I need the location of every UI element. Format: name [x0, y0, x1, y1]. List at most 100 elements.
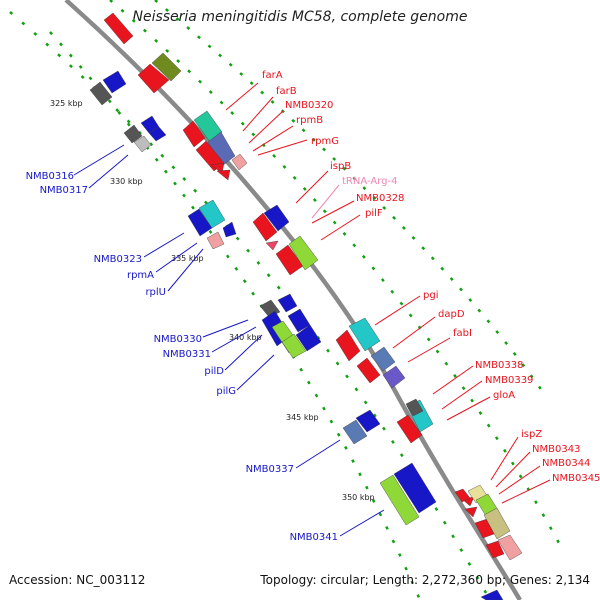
gene-farB: [193, 110, 223, 143]
leader-line: [320, 214, 361, 241]
leader-line: [432, 365, 474, 395]
gene-label: pilD: [204, 366, 224, 377]
gene-label: NMB0343: [532, 444, 580, 455]
leader-line: [295, 170, 329, 204]
gene-forward: [474, 518, 495, 539]
leader-line: [155, 242, 198, 273]
gene-NMB0330: [277, 293, 298, 313]
gene-NMB0341: [379, 474, 420, 526]
gene-rplU: [222, 221, 237, 238]
leader-line: [374, 295, 421, 326]
leader-line: [167, 248, 204, 292]
leader-line: [495, 451, 531, 488]
leader-line: [202, 319, 249, 338]
gene-label: NMB0339: [485, 375, 533, 386]
gene-label: gloA: [493, 390, 515, 401]
leader-line: [311, 200, 355, 224]
gene-rpmG: [231, 153, 248, 171]
gene-label: NMB0330: [154, 334, 202, 345]
gene-forward: [454, 488, 471, 503]
gene-label: NMB0345: [552, 473, 600, 484]
leader-line: [225, 82, 259, 111]
gene-forward: [210, 162, 225, 174]
leader-line: [311, 184, 340, 219]
gene-pilG: [281, 333, 307, 359]
leader-line: [88, 154, 129, 189]
gene-label: NMB0328: [356, 193, 404, 204]
gene-label: NMB0317: [40, 185, 88, 196]
gene-forward: [151, 52, 182, 82]
gene-NMB0323: [198, 199, 226, 229]
leader-line: [295, 439, 341, 469]
gene-farA: [182, 120, 206, 148]
gene-NMB0337: [342, 419, 368, 445]
gene-label: pgi: [423, 290, 438, 301]
gene-reverse: [480, 589, 504, 600]
gene-NMB0345: [483, 507, 511, 540]
gene-fabI: [370, 346, 396, 372]
gene-label: ispB: [330, 161, 351, 172]
gene-NMB0338: [396, 414, 423, 444]
map-title: Neisseria meningitidis MC58, complete ge…: [132, 9, 468, 25]
gene-rpmA: [206, 231, 225, 250]
leader-line: [248, 110, 284, 144]
gene-label: pilF: [365, 208, 383, 219]
gene-gloA: [405, 398, 424, 417]
gene-reverse: [148, 126, 167, 142]
leader-line: [392, 316, 436, 349]
gene-reverse: [102, 70, 127, 94]
gene-ispB: [252, 212, 278, 242]
gene-reverse: [89, 81, 113, 106]
gene-label: rpmG: [311, 136, 339, 147]
gene-label: NMB0344: [542, 458, 590, 469]
gene-label: tRNA-Arg-4: [342, 176, 397, 187]
leader-line: [257, 139, 308, 156]
leader-line: [441, 380, 483, 410]
gene-dapD: [348, 317, 381, 352]
gene-label: rpmA: [127, 270, 154, 281]
leader-line: [73, 144, 125, 176]
leader-line: [339, 509, 385, 537]
gene-reverse: [355, 409, 381, 433]
gene-forward: [137, 63, 170, 94]
gene-label: NMB0323: [94, 254, 142, 265]
tick-label: 335 kbp: [171, 254, 204, 263]
tick-label: 325 kbp: [50, 99, 83, 108]
gene-pilF: [288, 235, 319, 271]
leader-line: [498, 465, 541, 495]
leader-line: [407, 337, 451, 363]
tick-label: 345 kbp: [286, 413, 319, 422]
gene-reverse: [295, 324, 322, 352]
gene-label: NMB0320: [285, 100, 333, 111]
gene-forward: [497, 534, 523, 561]
gene-pgi: [335, 329, 361, 362]
tick-label: 350 kbp: [342, 493, 375, 502]
gene-label: dapD: [438, 309, 465, 320]
leader-line: [501, 479, 551, 504]
gc-track-inner-left: [49, 31, 422, 600]
gene-label: farA: [262, 70, 283, 81]
tick-label: 340 kbp: [229, 333, 262, 342]
gene-label: rplU: [145, 287, 166, 298]
accession-text: Accession: NC_003112: [9, 573, 146, 587]
gene-NMB0316: [123, 124, 143, 144]
gene-label: NMB0341: [290, 532, 338, 543]
gene-NMB0317: [133, 135, 152, 153]
tick-label: 330 kbp: [110, 177, 143, 186]
topology-text: Topology: circular; Length: 2,272,360 bp…: [260, 573, 590, 587]
leader-line: [252, 125, 294, 152]
leader-line: [211, 326, 257, 353]
gene-forward: [356, 357, 381, 384]
gene-forward: [485, 540, 505, 559]
gene-label: pilG: [216, 386, 236, 397]
gene-forward: [263, 204, 290, 232]
gene-label: NMB0331: [163, 349, 211, 360]
leader-line: [446, 396, 491, 421]
gene-forward: [216, 169, 231, 181]
gene-label: ispZ: [521, 429, 542, 440]
gene-label: NMB0337: [246, 464, 294, 475]
gene-tRNA-Arg-4: [265, 240, 279, 251]
gene-label: NMB0338: [475, 360, 523, 371]
gc-track-inner-right: [109, 0, 562, 546]
